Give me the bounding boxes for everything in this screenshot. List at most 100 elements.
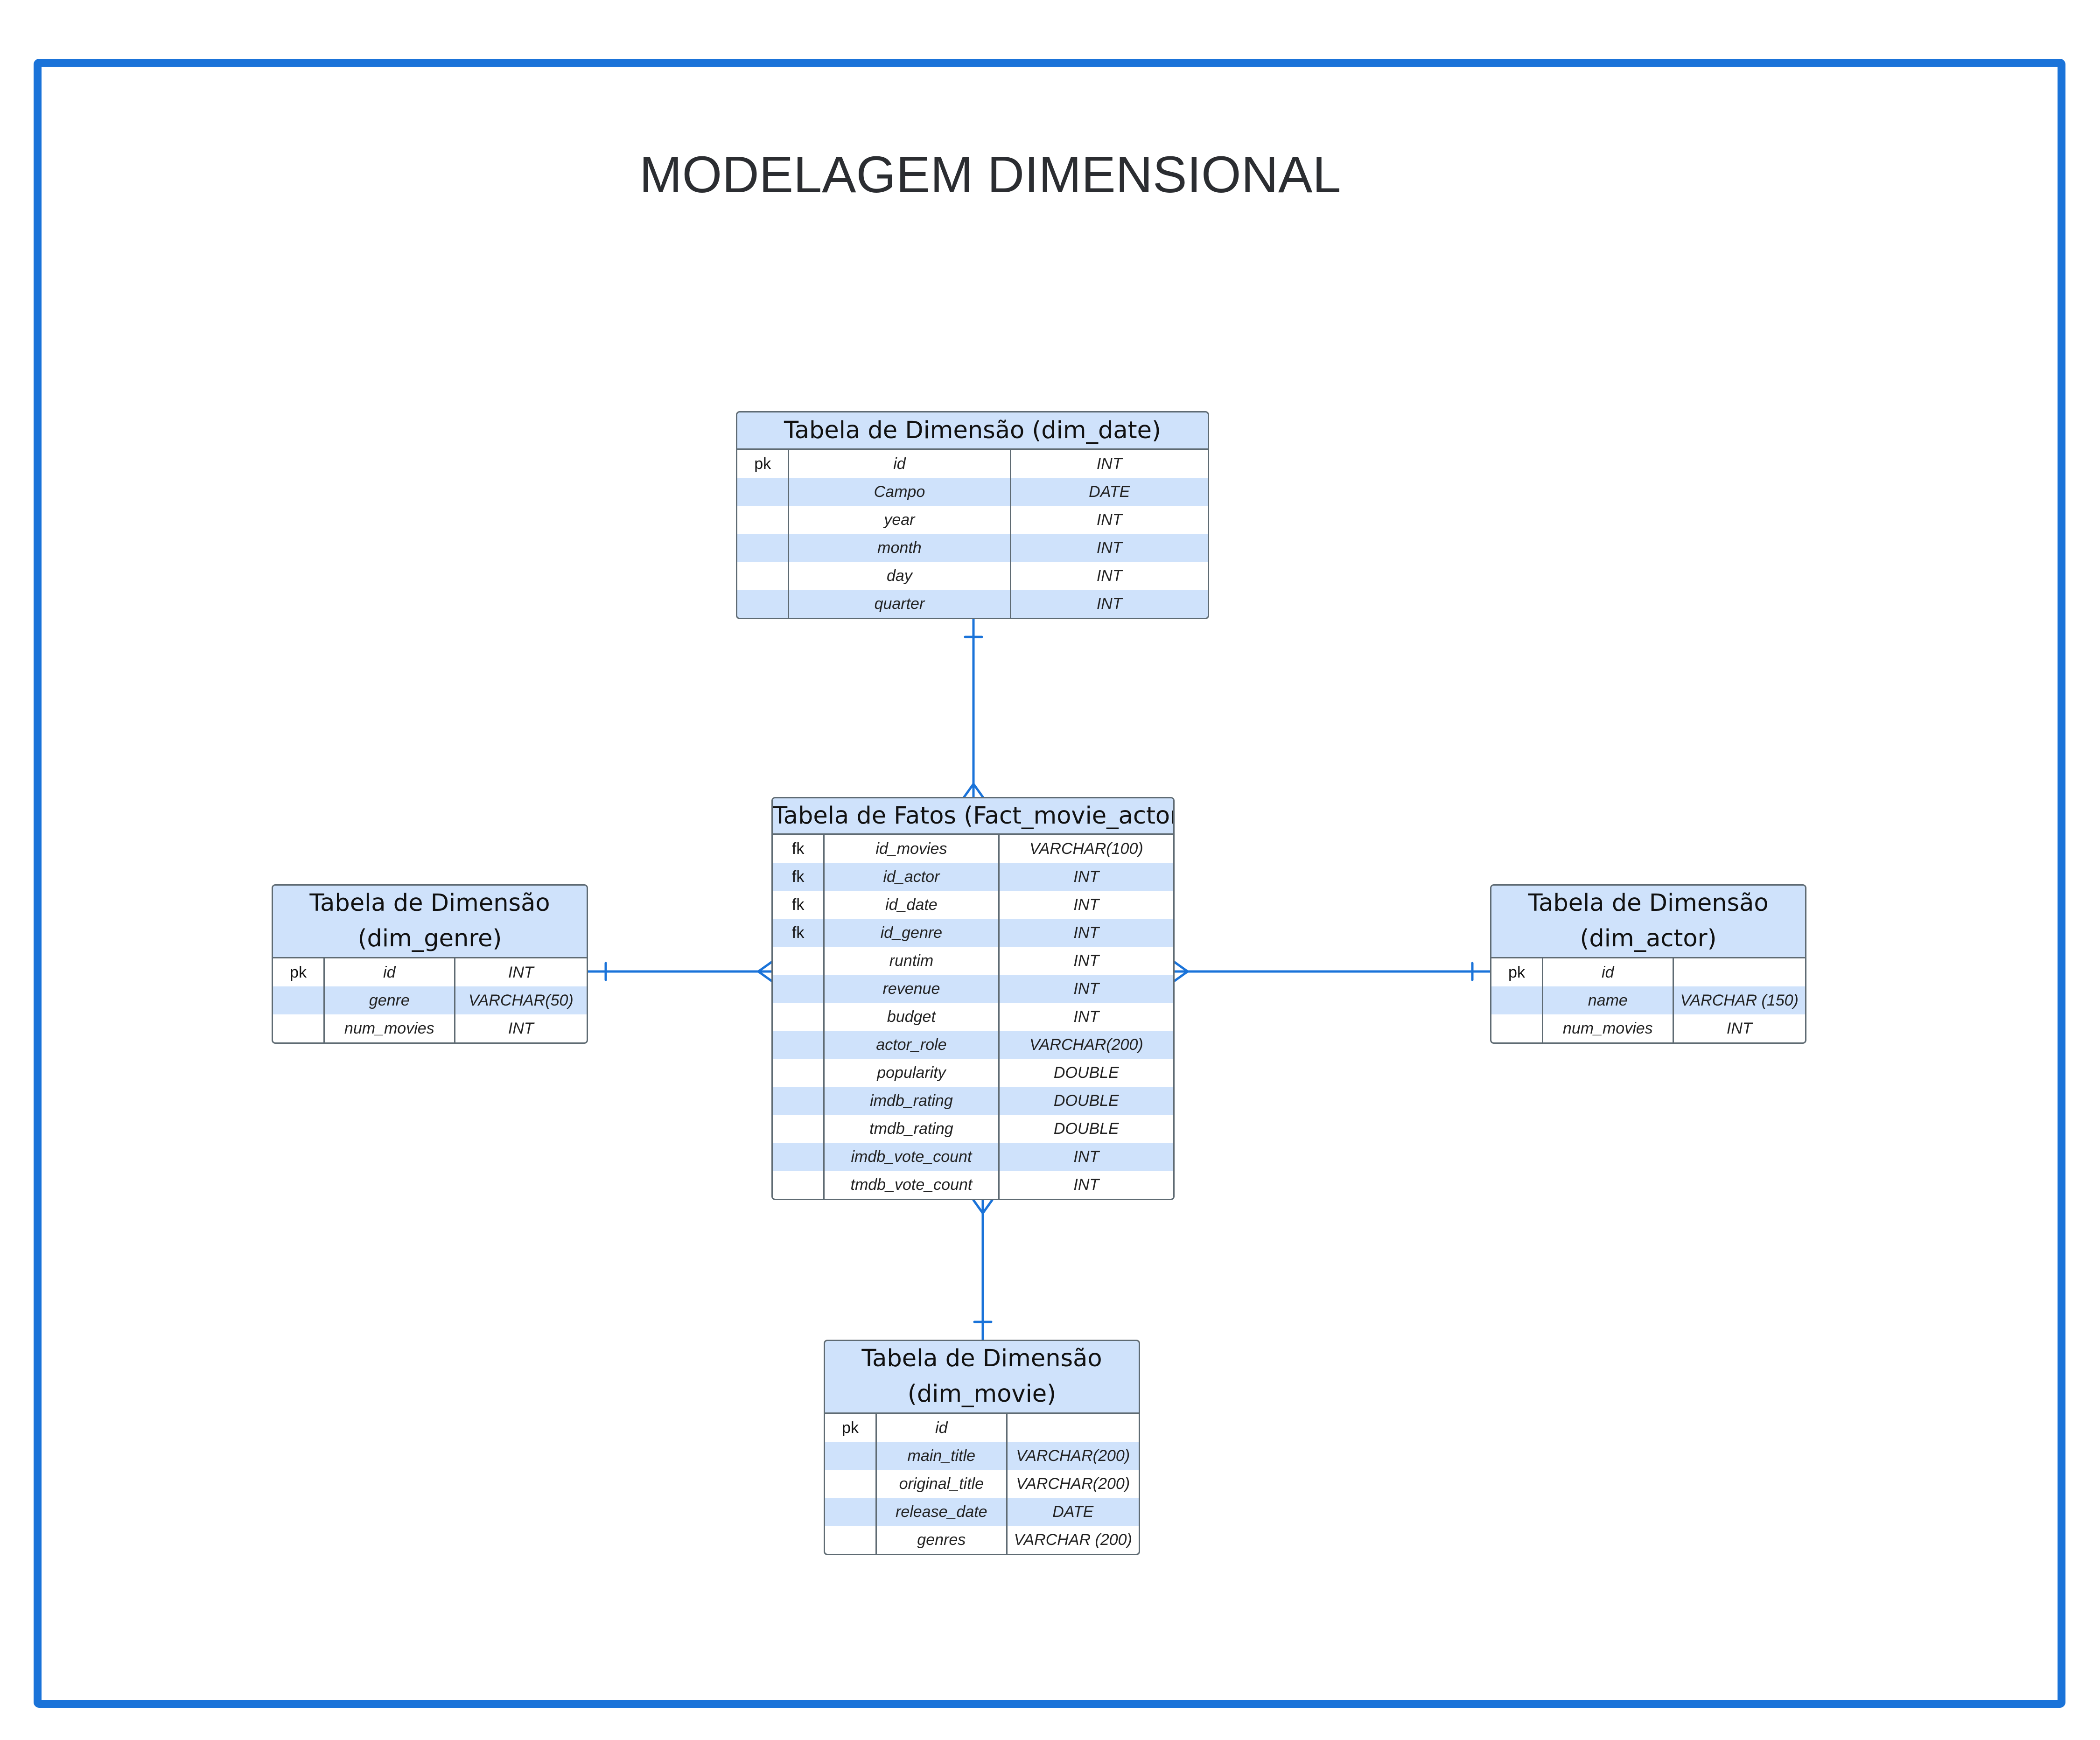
key-cell [737,478,790,506]
data-type-cell: VARCHAR (200) [1014,1531,1132,1549]
key-cell [773,1003,825,1031]
table-row[interactable]: revenue INT [773,975,1173,1003]
table-row[interactable]: num_movies INT [273,1014,587,1042]
data-type-cell: VARCHAR(100) [1029,840,1143,858]
entity-dim-movie-header: Tabela de Dimensão (dim_movie) [825,1341,1139,1414]
column-name-cell: original_title [877,1470,1008,1498]
column-name-cell: tmdb_vote_count [825,1171,1000,1199]
key-cell [1491,986,1544,1014]
entity-title-line: (dim_genre) [357,925,502,952]
key-cell [825,1442,877,1470]
table-row[interactable]: year INT [737,506,1208,534]
column-name-cell: id [1543,958,1674,986]
data-type-cell: INT [1073,980,1099,998]
table-row[interactable]: month INT [737,534,1208,562]
entity-title-line: Tabela de Dimensão [861,1345,1102,1372]
column-name-cell: id [877,1414,1008,1442]
data-type-cell: INT [1726,1020,1752,1037]
entity-title-line: Tabela de Dimensão [309,889,550,917]
data-type-cell: VARCHAR(200) [1016,1475,1130,1493]
table-row[interactable]: name VARCHAR (150) [1491,986,1805,1014]
column-name-cell: id_genre [825,919,1000,947]
column-name-cell: day [789,562,1011,590]
key-cell [737,562,790,590]
data-type-cell: INT [1096,539,1122,557]
entity-title-line: Tabela de Dimensão (dim_date) [784,417,1161,444]
data-type-cell [1674,958,1805,986]
key-cell [825,1526,877,1554]
entity-dim-date-header: Tabela de Dimensão (dim_date) [737,412,1208,450]
column-name-cell: year [789,506,1011,534]
key-cell: pk [737,450,790,478]
data-type-cell: VARCHAR (150) [1680,992,1799,1009]
data-type-cell: INT [1096,511,1122,529]
column-name-cell: runtim [825,947,1000,975]
column-name-cell: popularity [825,1059,1000,1087]
column-name-cell: actor_role [825,1031,1000,1059]
data-type-cell: INT [508,1020,534,1037]
column-name-cell: tmdb_rating [825,1115,1000,1143]
data-type-cell: DATE [1089,483,1130,501]
entity-title-line: (dim_movie) [907,1380,1057,1408]
key-cell: fk [773,835,825,863]
entity-dim-actor-header: Tabela de Dimensão (dim_actor) [1491,886,1805,958]
entity-title-line: (dim_actor) [1580,925,1717,952]
key-cell [773,947,825,975]
key-cell [773,1059,825,1087]
key-cell [773,1171,825,1199]
column-name-cell: revenue [825,975,1000,1003]
key-cell [773,975,825,1003]
data-type-cell: DATE [1052,1503,1094,1521]
data-type-cell: DOUBLE [1053,1120,1119,1138]
data-type-cell: INT [1073,868,1099,886]
column-name-cell: name [1543,986,1674,1014]
column-name-cell: id_date [825,891,1000,919]
key-cell [737,506,790,534]
key-cell [1491,1014,1544,1042]
table-row[interactable]: tmdb_rating DOUBLE [773,1115,1173,1143]
key-cell [825,1498,877,1526]
entity-title-line: Tabela de Dimensão [1528,889,1769,917]
connector-dim-date-many-mark [963,782,984,798]
table-row[interactable]: original_title VARCHAR(200) [825,1470,1139,1498]
key-cell: pk [273,958,325,986]
diagram-title: MODELAGEM DIMENSIONAL [639,146,1341,203]
column-name-cell: month [789,534,1011,562]
column-name-cell: num_movies [325,1014,455,1042]
data-type-cell: INT [1073,1008,1099,1026]
diagram-frame [34,59,2065,1708]
